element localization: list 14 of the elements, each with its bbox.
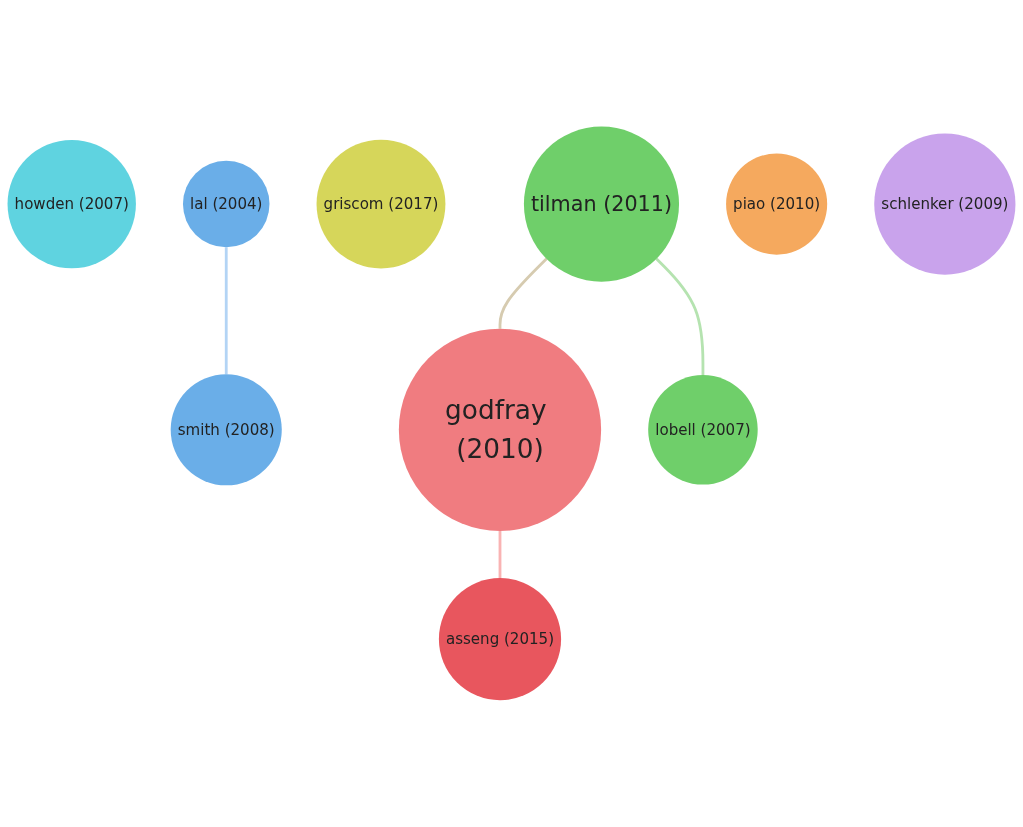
node-circle: schlenker (2009) — [874, 133, 1016, 275]
node-circle: smith (2008) — [170, 374, 282, 486]
connector — [655, 257, 705, 376]
node-circle: godfray (2010) — [398, 328, 602, 532]
node-circle: griscom (2017) — [316, 139, 446, 269]
node-circle: howden (2007) — [7, 140, 136, 269]
node-circle: piao (2010) — [726, 153, 828, 255]
connector — [498, 257, 548, 329]
node-circle: tilman (2011) — [523, 126, 679, 282]
connector — [224, 247, 228, 375]
node-circle: lal (2004) — [182, 160, 270, 248]
node-circle: lobell (2007) — [648, 375, 758, 485]
node-circle: asseng (2015) — [438, 578, 562, 701]
connector — [498, 531, 502, 579]
